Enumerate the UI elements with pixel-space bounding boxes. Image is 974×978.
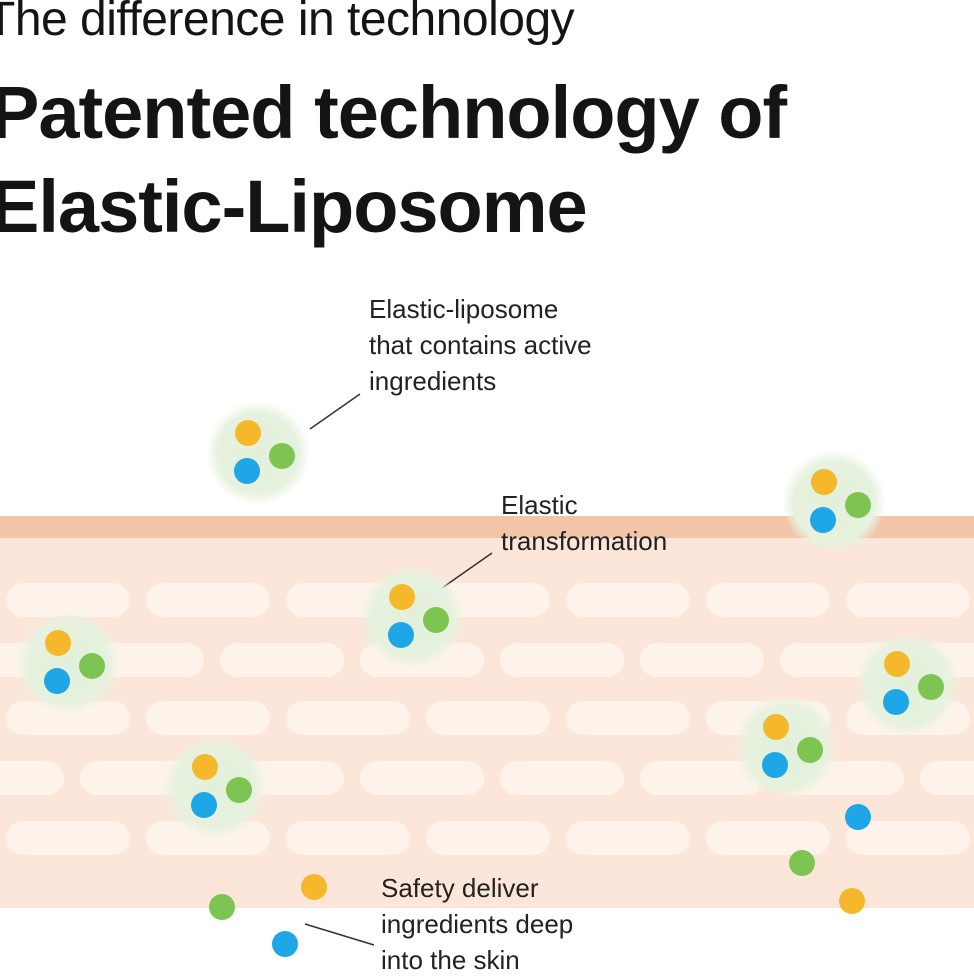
ingredient-yellow — [811, 469, 837, 495]
liposome — [734, 695, 838, 799]
liposome-glow — [16, 611, 120, 715]
skin-cell — [146, 583, 270, 617]
free-ingredient — [301, 874, 327, 900]
skin-cell — [846, 583, 970, 617]
liposome — [360, 565, 464, 669]
free-ingredient — [272, 931, 298, 957]
callout-line-delivery — [304, 923, 375, 946]
skin-cell — [6, 821, 130, 855]
liposome — [855, 632, 959, 736]
ingredient-yellow — [45, 630, 71, 656]
skin-cell — [220, 643, 344, 677]
liposome — [206, 401, 310, 505]
skin-cell — [566, 583, 690, 617]
skin-cell — [146, 701, 270, 735]
liposome-glow — [360, 565, 464, 669]
liposome-glow — [163, 735, 267, 839]
liposome — [782, 450, 886, 554]
skin-cell — [500, 761, 624, 795]
ingredient-yellow — [235, 420, 261, 446]
label-delivery-line-3: into the skin — [381, 945, 520, 975]
ingredient-blue — [234, 458, 260, 484]
skin-cell — [426, 701, 550, 735]
ingredient-blue — [883, 689, 909, 715]
label-liposome: Elastic-liposome that contains active in… — [369, 291, 592, 399]
ingredient-blue — [810, 507, 836, 533]
free-ingredient — [845, 804, 871, 830]
liposome-glow — [782, 450, 886, 554]
skin-cell — [0, 761, 64, 795]
skin-cell — [500, 643, 624, 677]
ingredient-yellow — [389, 584, 415, 610]
label-delivery-line-2: ingredients deep — [381, 909, 574, 939]
skin-cell — [640, 643, 764, 677]
title-line-1: Patented technology of — [0, 71, 787, 154]
free-ingredient — [789, 850, 815, 876]
ingredient-green — [79, 653, 105, 679]
skin-cell — [846, 821, 970, 855]
ingredient-yellow — [884, 651, 910, 677]
label-delivery-line-1: Safety deliver — [381, 873, 539, 903]
free-ingredient — [209, 894, 235, 920]
ingredient-yellow — [192, 754, 218, 780]
label-delivery: Safety deliver ingredients deep into the… — [381, 870, 573, 978]
skin-surface-layer — [0, 516, 974, 538]
callout-line-liposome — [309, 393, 361, 430]
skin-cell — [920, 761, 974, 795]
liposome — [163, 735, 267, 839]
skin-cell — [566, 701, 690, 735]
ingredient-yellow — [763, 714, 789, 740]
ingredient-blue — [44, 668, 70, 694]
subtitle: The difference in technology — [0, 0, 575, 46]
liposome-glow — [855, 632, 959, 736]
skin-cell — [286, 821, 410, 855]
free-ingredient — [839, 888, 865, 914]
skin-cell — [6, 583, 130, 617]
label-liposome-line-3: ingredients — [369, 366, 497, 396]
title-line-2: Elastic-Liposome — [0, 165, 588, 248]
skin-cell — [566, 821, 690, 855]
ingredient-blue — [191, 792, 217, 818]
ingredient-green — [797, 737, 823, 763]
skin-cells — [0, 583, 974, 855]
ingredient-green — [226, 777, 252, 803]
ingredient-blue — [762, 752, 788, 778]
label-transformation-line-2: transformation — [501, 526, 668, 556]
liposome-glow — [206, 401, 310, 505]
liposome-glow — [734, 695, 838, 799]
label-liposome-line-2: that contains active — [369, 330, 592, 360]
ingredient-green — [269, 443, 295, 469]
liposome — [16, 611, 120, 715]
ingredient-green — [845, 492, 871, 518]
skin-cell — [706, 821, 830, 855]
skin-cell — [706, 583, 830, 617]
page-title: Patented technology of Elastic-Liposome — [0, 66, 787, 254]
skin-cell — [360, 761, 484, 795]
liposomes — [16, 401, 959, 839]
label-transformation: Elastic transformation — [501, 487, 667, 559]
label-transformation-line-1: Elastic — [501, 490, 578, 520]
skin-cell — [6, 701, 130, 735]
label-liposome-line-1: Elastic-liposome — [369, 294, 559, 324]
skin-cell — [640, 761, 764, 795]
ingredient-green — [423, 607, 449, 633]
free-ingredients — [209, 804, 871, 957]
ingredient-green — [918, 674, 944, 700]
skin-cell — [426, 821, 550, 855]
ingredient-blue — [388, 622, 414, 648]
skin-cell — [286, 701, 410, 735]
